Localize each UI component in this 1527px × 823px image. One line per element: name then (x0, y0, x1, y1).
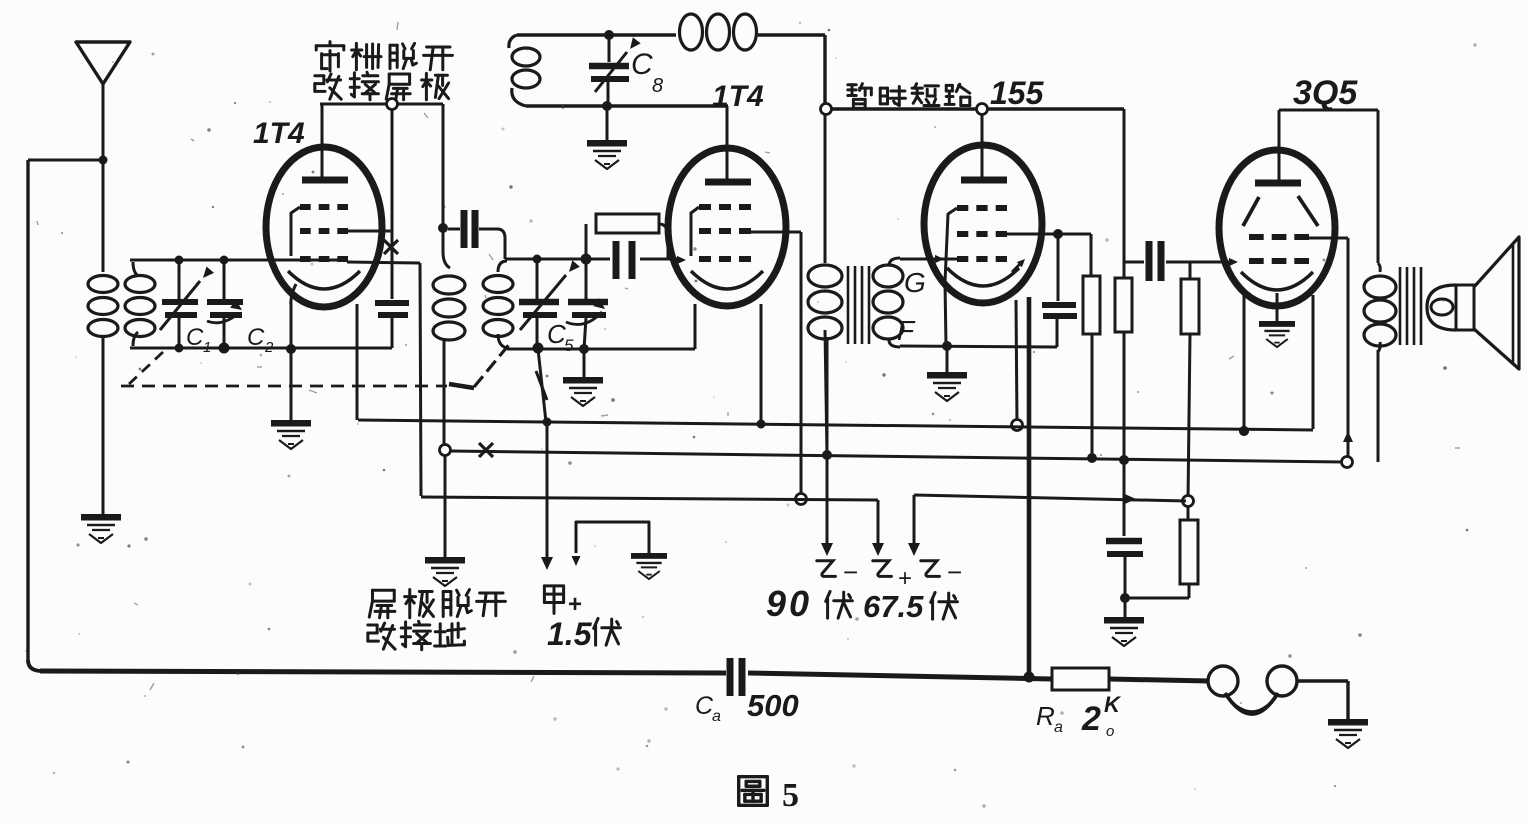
svg-text:+: + (898, 565, 912, 592)
svg-text:1.5: 1.5 (547, 616, 593, 652)
svg-text:8: 8 (652, 75, 663, 97)
svg-text:+: + (568, 591, 582, 618)
svg-text:67.5: 67.5 (863, 589, 924, 624)
svg-text:a: a (712, 708, 721, 725)
svg-text:o: o (1106, 723, 1114, 740)
svg-text:C: C (547, 319, 566, 349)
svg-text:500: 500 (747, 688, 799, 723)
svg-text:F: F (897, 315, 916, 346)
svg-text:155: 155 (990, 75, 1045, 111)
svg-text:K: K (1104, 692, 1122, 717)
svg-text:3Q5: 3Q5 (1293, 74, 1358, 112)
svg-text:1: 1 (203, 339, 211, 356)
svg-text:90: 90 (766, 583, 812, 624)
svg-text:C: C (695, 692, 714, 720)
svg-text:2: 2 (1081, 700, 1101, 738)
svg-text:5: 5 (782, 777, 799, 814)
svg-text:a: a (1054, 719, 1063, 736)
svg-text:C: C (247, 324, 265, 351)
svg-text:5: 5 (564, 336, 574, 355)
svg-text:1T4: 1T4 (712, 80, 764, 113)
svg-text:R: R (1036, 701, 1055, 731)
svg-text:G: G (904, 267, 926, 298)
svg-text:−: − (843, 557, 858, 587)
svg-text:C: C (631, 48, 653, 81)
svg-text:2: 2 (264, 339, 274, 356)
svg-text:C: C (186, 324, 204, 351)
svg-text:−: − (947, 557, 962, 587)
svg-text:1T4: 1T4 (253, 117, 305, 150)
